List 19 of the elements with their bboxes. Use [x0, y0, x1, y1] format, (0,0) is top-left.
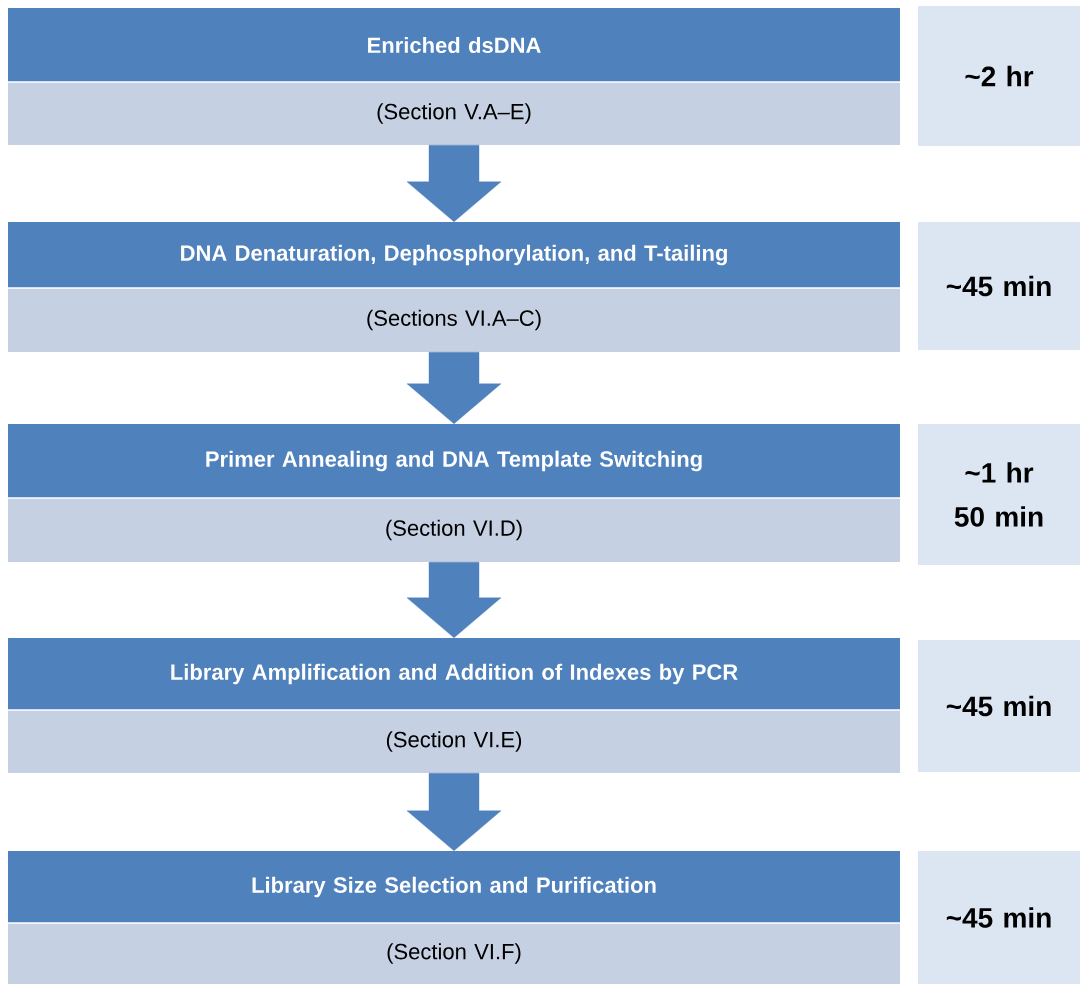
block-arrow — [406, 773, 502, 851]
node-label: (Sections VI.A–C) — [367, 309, 541, 331]
duration-box: ~45 min — [918, 851, 1080, 984]
step-box: Library Amplification and Addition of Indexes by PCR (Section VI.E) — [7, 638, 901, 773]
block-arrow — [406, 352, 502, 424]
node-label: (Section V.A–E) — [377, 103, 531, 124]
node-label: (Section VI.E) — [386, 731, 522, 752]
step-box: DNA Denaturation, Dephosphorylation, and T-tailing (Sections VI.A–C) — [7, 222, 901, 352]
step-box: Primer Annealing and DNA Template Switching (Section VI.D) — [7, 424, 901, 562]
duration-box: ~1 hr 50 min — [918, 424, 1080, 565]
node-label: (Section VI.D) — [386, 519, 522, 541]
step-box: Library Size Selection and Purification (Section VI.F) — [7, 851, 901, 984]
duration-box: ~45 min — [918, 640, 1080, 772]
step-box: Enriched dsDNA (Section V.A–E) — [7, 8, 901, 145]
node-label: (Section VI.F) — [387, 943, 521, 964]
duration-box: ~2 hr — [918, 6, 1080, 146]
block-arrow — [406, 145, 502, 222]
block-arrow — [406, 562, 502, 638]
duration-box: ~45 min — [918, 222, 1080, 350]
